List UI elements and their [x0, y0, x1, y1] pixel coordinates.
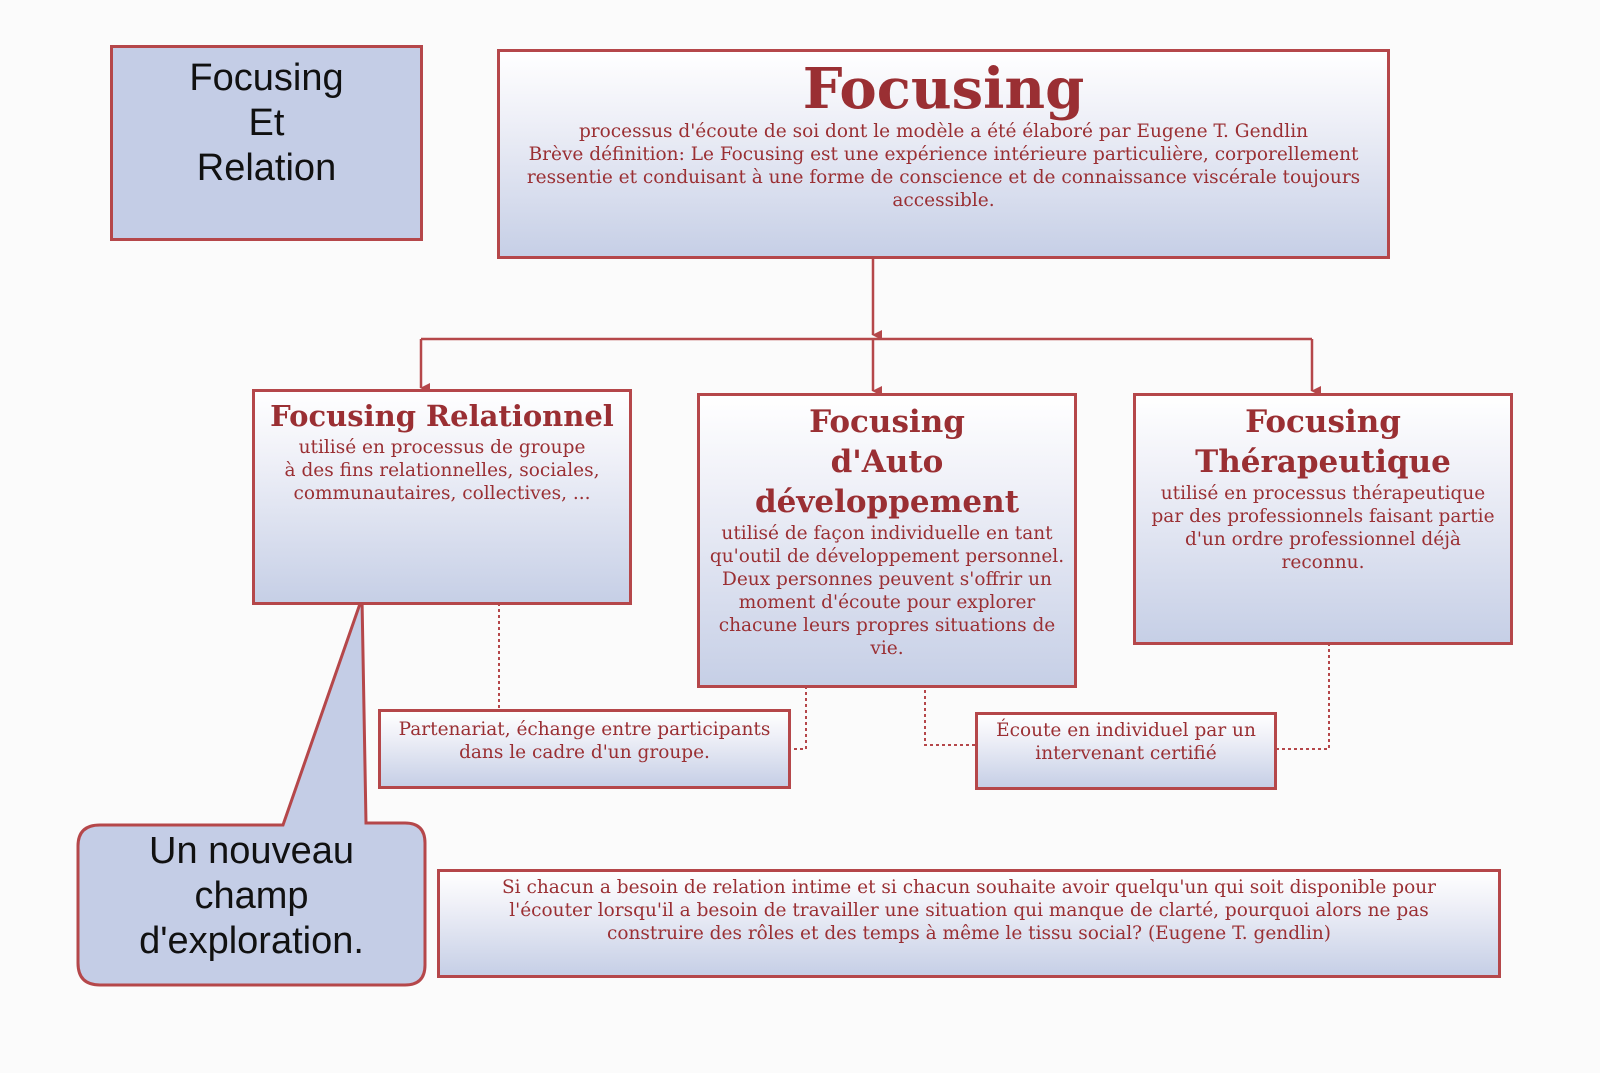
relational-description-line: communautaires, collectives, ... — [293, 483, 591, 504]
partnership-box: Partenariat, échange entre participants … — [378, 709, 791, 789]
therapeutic-description-line: reconnu. — [1281, 552, 1365, 573]
quote-box: Si chacun a besoin de relation intime et… — [437, 869, 1501, 978]
auto-description-line: vie. — [870, 638, 904, 659]
auto-description-line: utilisé de façon individuelle en tant — [721, 523, 1053, 544]
quote-line: Si chacun a besoin de relation intime et… — [502, 877, 1436, 898]
auto-description-line: qu'outil de développement personnel. — [709, 546, 1065, 567]
quote-line: construire des rôles et des temps à même… — [606, 923, 1332, 944]
auto-title-line: Focusing — [809, 404, 965, 440]
main-focusing-box: Focusing processus d'écoute de soi dont … — [497, 49, 1390, 259]
relational-description-line: à des fins relationnelles, sociales, — [284, 460, 600, 481]
main-description-line: ressentie et conduisant à une forme de c… — [526, 167, 1361, 188]
corner-title-box: Focusing Et Relation — [110, 45, 423, 241]
auto-description-line: chacune leurs propres situations de — [718, 615, 1056, 636]
main-title: Focusing — [802, 56, 1085, 122]
corner-title-line: Relation — [196, 147, 337, 189]
listening-line: Écoute en individuel par un — [996, 720, 1256, 741]
partnership-line: dans le cadre d'un groupe. — [459, 742, 710, 763]
corner-title-line: Focusing — [189, 57, 344, 99]
dotted-link-auto-to-partnership — [789, 686, 807, 750]
dotted-link-auto-to-listening — [924, 690, 975, 746]
callout-text: Un nouveau champ d'exploration. — [80, 829, 423, 964]
auto-description-line: Deux personnes peuvent s'offrir un — [722, 569, 1052, 590]
callout-line: Un nouveau — [149, 830, 354, 872]
partnership-line: Partenariat, échange entre participants — [398, 719, 771, 740]
therapeutic-description-line: utilisé en processus thérapeutique — [1160, 483, 1486, 504]
corner-title-line: Et — [248, 102, 285, 144]
therapeutic-title-line: Thérapeutique — [1195, 444, 1451, 480]
therapeutic-title-line: Focusing — [1245, 404, 1401, 440]
auto-description-line: moment d'écoute pour explorer — [738, 592, 1036, 613]
therapeutic-description-line: d'un ordre professionnel déjà — [1185, 529, 1461, 550]
main-description-line: processus d'écoute de soi dont le modèle… — [578, 121, 1309, 142]
main-description-line: Brève définition: Le Focusing est une ex… — [528, 144, 1359, 165]
therapeutic-description-line: par des professionnels faisant partie — [1151, 506, 1495, 527]
relational-title: Focusing Relationnel — [270, 399, 614, 433]
auto-development-box: Focusing d'Auto développement utilisé de… — [697, 393, 1077, 688]
therapeutic-box: Focusing Thérapeutique utilisé en proces… — [1133, 393, 1513, 645]
quote-line: l'écouter lorsqu'il a besoin de travaill… — [509, 900, 1429, 921]
auto-title-line: d'Auto développement — [754, 444, 1020, 520]
relational-description-line: utilisé en processus de groupe — [298, 437, 586, 458]
callout-line: d'exploration. — [139, 920, 364, 962]
dotted-link-therapeutic — [1275, 643, 1330, 750]
callout-balloon — [76, 597, 427, 987]
callout-line: champ — [194, 875, 309, 917]
main-description-line: accessible. — [892, 190, 995, 211]
listening-line: intervenant certifié — [1035, 743, 1217, 764]
relational-focusing-box: Focusing Relationnel utilisé en processu… — [252, 389, 632, 605]
individual-listening-box: Écoute en individuel par un intervenant … — [975, 712, 1277, 790]
